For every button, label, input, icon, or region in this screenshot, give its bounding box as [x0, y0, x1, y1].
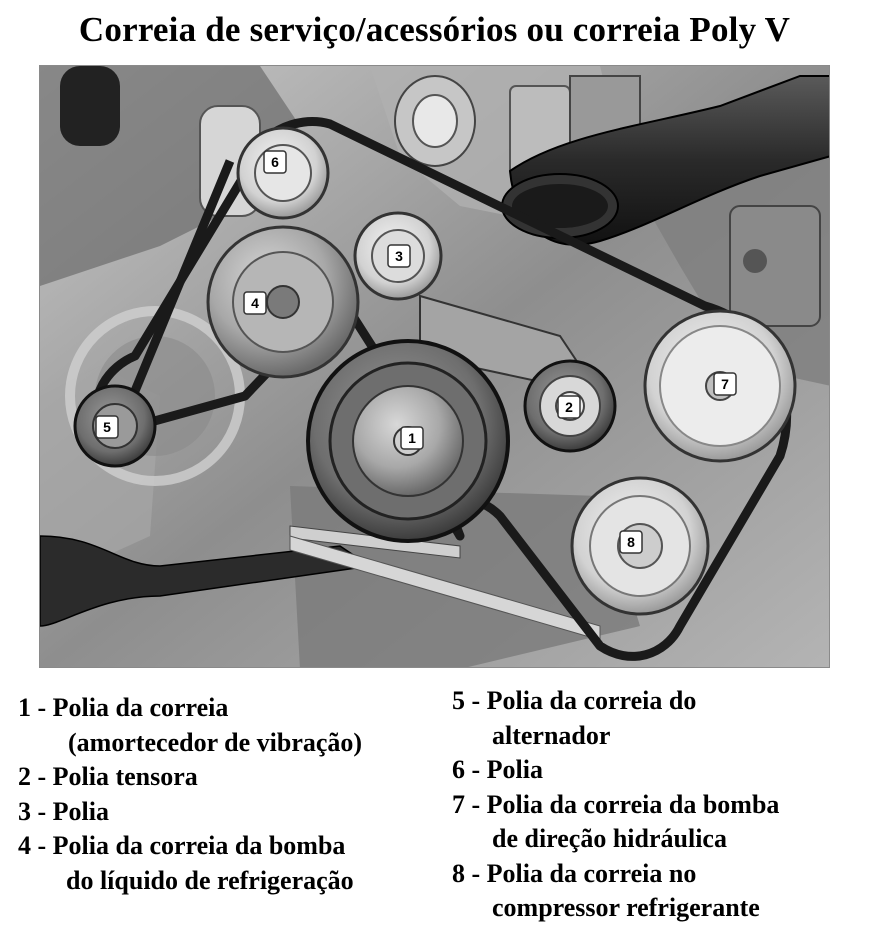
badge-8: 8: [619, 530, 643, 554]
svg-text:1: 1: [408, 430, 416, 446]
badge-2: 2: [557, 395, 581, 419]
badge-5: 5: [95, 415, 119, 439]
badge-1: 1: [400, 426, 424, 450]
svg-text:7: 7: [721, 376, 729, 392]
legend-item-5: 5 - Polia da correia do: [452, 686, 697, 715]
legend-item-1-sub: (amortecedor de vibração): [68, 727, 363, 757]
engine-belt-diagram: 6 3 4 5 1 2 7 8: [39, 65, 830, 668]
legend-item-1: 1 - Polia da correia: [18, 693, 229, 722]
page-title: Correia de serviço/acessórios ou correia…: [78, 10, 791, 49]
legend-item-8-sub: compressor refrigerante: [492, 893, 760, 922]
badge-6: 6: [263, 150, 287, 174]
svg-text:5: 5: [103, 419, 111, 435]
legend-left: 1 - Polia da correia (amortecedor de vib…: [18, 691, 362, 898]
svg-text:6: 6: [271, 154, 279, 170]
legend-item-3: 3 - Polia: [18, 796, 109, 826]
svg-text:2: 2: [565, 399, 573, 415]
svg-text:4: 4: [251, 295, 259, 311]
svg-text:3: 3: [395, 248, 403, 264]
legend-item-7: 7 - Polia da correia da bomba: [452, 789, 780, 819]
badge-3: 3: [387, 244, 411, 268]
legend-item-6: 6 - Polia: [452, 755, 543, 784]
badge-7: 7: [713, 372, 737, 396]
legend-item-4: 4 - Polia da correia da bomba: [18, 831, 346, 860]
legend-item-2: 2 - Polia tensora: [18, 762, 198, 791]
legend-right: 5 - Polia da correia do alternador 6 - P…: [452, 684, 779, 926]
svg-text:8: 8: [627, 534, 635, 550]
pulley-4: [206, 225, 360, 379]
legend-item-8: 8 - Polia da correia no: [452, 858, 697, 888]
legend-item-5-sub: alternador: [492, 720, 611, 750]
badge-4: 4: [243, 291, 267, 315]
legend-item-7-sub: de direção hidráulica: [492, 824, 727, 853]
legend-item-4-sub: do líquido de refrigeração: [66, 865, 354, 895]
